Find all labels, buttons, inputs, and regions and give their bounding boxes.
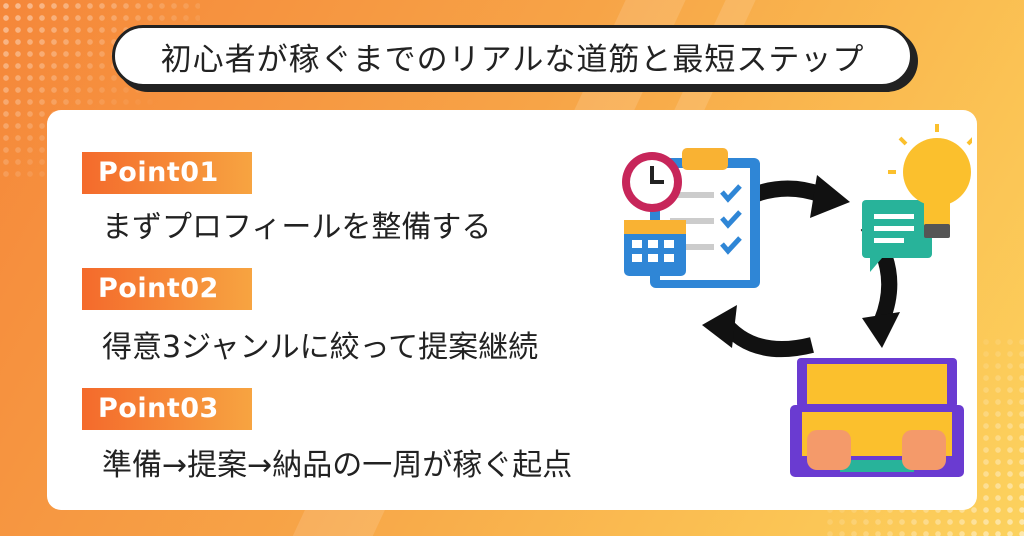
speech-bubble-icon <box>862 200 932 272</box>
lightbulb-icon <box>888 124 972 238</box>
page-title: 初心者が稼ぐまでのリアルな道筋と最短ステップ <box>160 41 865 78</box>
arrow-head <box>810 175 850 218</box>
calendar-icon <box>624 220 686 276</box>
clock-icon <box>622 152 682 212</box>
point-badge-03: Point03 <box>82 388 252 430</box>
point-badge-02: Point02 <box>82 268 252 310</box>
point-text-02: 得意3ジャンルに絞って提案継続 <box>102 330 539 365</box>
workflow-illustration <box>622 124 972 477</box>
point-badge-01: Point01 <box>82 152 252 194</box>
laptop-icon <box>790 358 964 477</box>
content-card: Point01 まずプロフィールを整備する Point02 得意3ジャンルに絞っ… <box>47 110 977 510</box>
title-banner: 初心者が稼ぐまでのリアルな道筋と最短ステップ <box>112 25 913 87</box>
point-text-01: まずプロフィールを整備する <box>102 210 492 245</box>
point-text-03: 準備→提案→納品の一周が稼ぐ起点 <box>102 448 573 483</box>
arrow-head <box>862 312 900 348</box>
arrow-head <box>702 305 737 348</box>
